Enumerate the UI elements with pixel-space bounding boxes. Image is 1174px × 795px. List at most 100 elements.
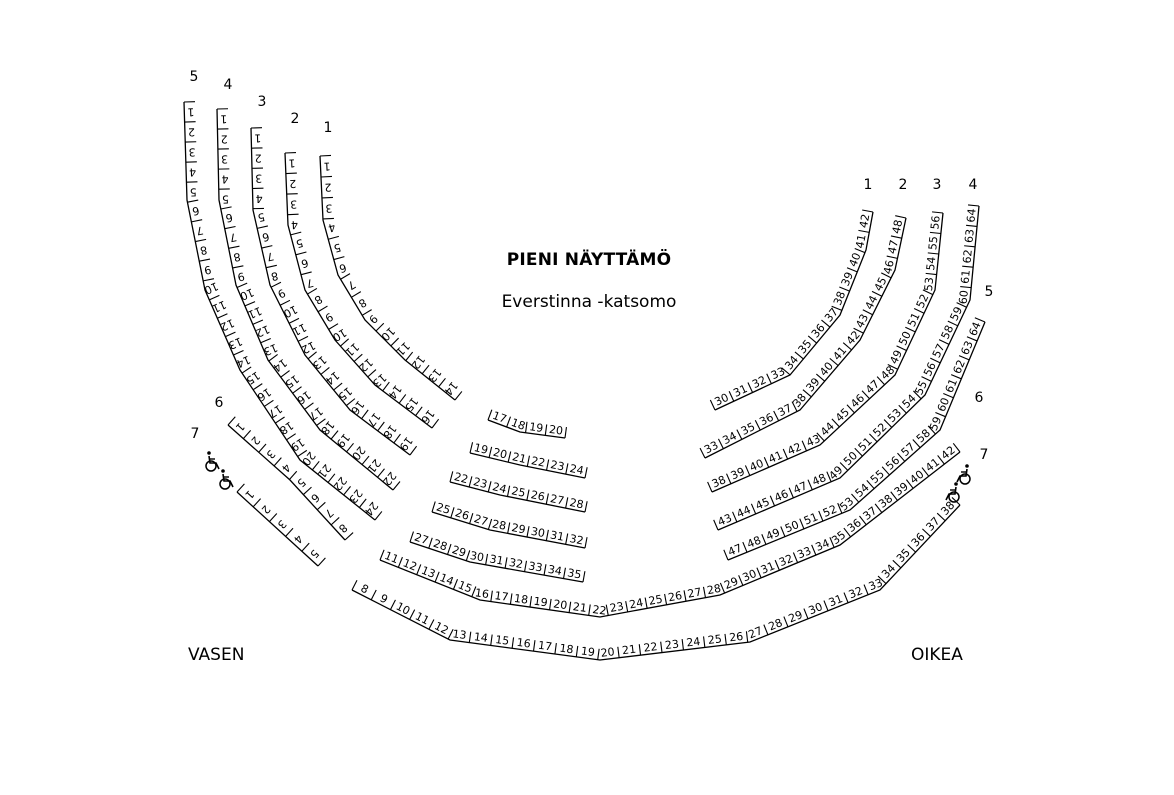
seat-number[interactable]: 18	[380, 422, 399, 441]
seat-number[interactable]: 3	[188, 145, 195, 158]
seat-number[interactable]: 19	[396, 434, 415, 453]
seat-number[interactable]: 16	[474, 586, 490, 601]
seat-number[interactable]: 14	[438, 571, 456, 588]
seat-number[interactable]: 13	[425, 366, 444, 385]
seat-number[interactable]: 17	[306, 404, 325, 423]
seat-number[interactable]: 6	[191, 204, 200, 218]
seat-number[interactable]: 48	[745, 534, 763, 551]
seat-number[interactable]: 25	[435, 500, 452, 517]
seat-number[interactable]: 14	[385, 382, 404, 401]
seat-number[interactable]: 22	[530, 454, 546, 469]
seat-number[interactable]: 4	[189, 165, 196, 178]
seat-number[interactable]: 56	[883, 454, 902, 473]
seat-number[interactable]: 3	[325, 202, 333, 215]
seat-number[interactable]: 23	[346, 487, 365, 506]
seat-number[interactable]: 1	[220, 112, 227, 125]
seat-number[interactable]: 32	[847, 584, 865, 601]
seat-number[interactable]: 41	[767, 448, 785, 466]
seat-number[interactable]: 12	[218, 316, 236, 334]
seat-number[interactable]: 24	[491, 480, 508, 496]
seat-number[interactable]: 32	[777, 552, 795, 569]
seat-number[interactable]: 31	[549, 528, 565, 543]
seat-number[interactable]: 30	[530, 525, 546, 540]
seat-number[interactable]: 10	[378, 324, 397, 343]
seat-number[interactable]: 35	[566, 566, 582, 581]
seat-number[interactable]: 45	[872, 275, 890, 293]
seat-number[interactable]: 35	[829, 528, 848, 547]
seat-number[interactable]: 28	[767, 616, 785, 633]
seat-number[interactable]: 15	[494, 633, 510, 648]
seat-number[interactable]: 44	[735, 503, 753, 520]
seat-number[interactable]: 44	[862, 293, 880, 311]
seat-number[interactable]: 42	[857, 213, 872, 229]
seat-number[interactable]: 35	[796, 337, 815, 356]
seat-number[interactable]: 5	[332, 241, 342, 255]
seat-number[interactable]: 5	[222, 192, 229, 205]
seat-number[interactable]: 24	[686, 635, 701, 650]
seat-number[interactable]: 39	[839, 270, 856, 288]
seat-number[interactable]: 55	[926, 235, 940, 250]
seat-number[interactable]: 8	[232, 250, 241, 264]
seat-number[interactable]: 15	[456, 578, 474, 595]
seat-number[interactable]: 38	[710, 473, 728, 491]
seat-number[interactable]: 7	[265, 249, 275, 263]
seat-number[interactable]: 34	[547, 563, 563, 578]
seat-number[interactable]: 1	[323, 160, 331, 173]
seat-number[interactable]: 45	[833, 406, 852, 425]
seat-number[interactable]: 24	[362, 499, 381, 518]
seat-number[interactable]: 45	[754, 495, 772, 512]
seat-number[interactable]: 9	[203, 263, 212, 277]
seat-number[interactable]: 15	[244, 368, 263, 387]
seat-number[interactable]: 29	[787, 608, 805, 625]
seat-number[interactable]: 55	[912, 379, 930, 397]
seat-number[interactable]: 5	[190, 185, 197, 198]
seat-number[interactable]: 51	[802, 510, 820, 527]
seat-number[interactable]: 27	[687, 585, 703, 600]
seat-number[interactable]: 36	[909, 530, 928, 549]
seat-number[interactable]: 11	[343, 340, 362, 359]
seat-number[interactable]: 10	[202, 279, 220, 297]
seat-number[interactable]: 61	[959, 269, 973, 284]
seat-number[interactable]: 14	[441, 379, 460, 398]
seat-number[interactable]: 19	[333, 431, 352, 450]
seat-number[interactable]: 41	[853, 233, 868, 249]
seat-number[interactable]: 39	[729, 465, 747, 483]
seat-number[interactable]: 50	[783, 518, 801, 535]
seat-number[interactable]: 44	[818, 420, 837, 439]
seat-number[interactable]: 13	[310, 353, 329, 372]
seat-number[interactable]: 46	[772, 487, 790, 504]
seat-number[interactable]: 10	[238, 285, 256, 302]
seat-number[interactable]: 12	[356, 355, 375, 374]
seat-number[interactable]: 36	[809, 321, 828, 340]
seat-number[interactable]: 36	[845, 516, 864, 535]
seat-number[interactable]: 20	[349, 444, 368, 463]
seat-number[interactable]: 2	[324, 181, 332, 194]
seat-number[interactable]: 32	[568, 532, 584, 547]
seat-number[interactable]: 2	[188, 125, 195, 138]
seat-number[interactable]: 16	[294, 388, 313, 407]
seat-number[interactable]: 59	[947, 305, 965, 323]
seat-number[interactable]: 22	[453, 470, 470, 486]
seat-number[interactable]: 18	[513, 592, 529, 607]
seat-number[interactable]: 14	[270, 356, 289, 375]
seat-number[interactable]: 28	[432, 537, 449, 554]
seat-number[interactable]: 16	[418, 407, 437, 426]
seat-number[interactable]: 35	[894, 546, 913, 565]
seat-number[interactable]: 40	[817, 360, 836, 379]
seat-number[interactable]: 2	[255, 152, 262, 165]
seat-number[interactable]: 42	[785, 440, 803, 458]
seat-number[interactable]: 4	[221, 172, 228, 185]
seat-number[interactable]: 23	[664, 638, 679, 653]
seat-number[interactable]: 30	[713, 391, 731, 409]
seat-number[interactable]: 33	[867, 576, 885, 593]
seat-number[interactable]: 13	[262, 341, 280, 358]
seat-number[interactable]: 24	[628, 596, 644, 611]
seat-number[interactable]: 26	[667, 589, 683, 604]
seat-number[interactable]: 28	[568, 496, 584, 511]
seat-number[interactable]: 3	[221, 152, 228, 165]
seat-number[interactable]: 7	[195, 223, 204, 237]
seat-number[interactable]: 19	[288, 435, 307, 454]
seat-number[interactable]: 22	[643, 640, 658, 655]
seat-number[interactable]: 4	[327, 220, 337, 234]
seat-number[interactable]: 12	[409, 353, 428, 372]
